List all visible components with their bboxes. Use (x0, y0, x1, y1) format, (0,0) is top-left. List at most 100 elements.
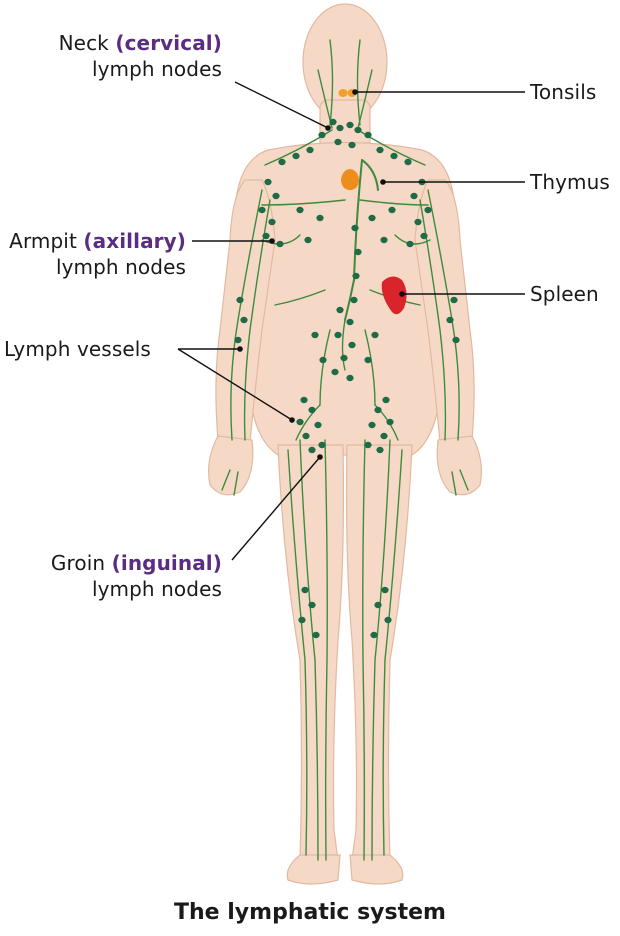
label-neck-line2: lymph nodes (91, 57, 222, 81)
leader-dot-spleen (399, 291, 405, 297)
lymph-node (346, 318, 354, 326)
label-groin-highlight: (inguinal) (111, 551, 222, 575)
lymph-node (334, 331, 342, 339)
label-armpit-line2: lymph nodes (55, 255, 186, 279)
lymph-node (414, 218, 422, 226)
left-leg (277, 444, 345, 863)
lymph-node (314, 421, 322, 429)
lymph-node (308, 406, 316, 414)
lymph-node (382, 396, 390, 404)
lymph-node (336, 306, 344, 314)
right-leg (345, 444, 413, 863)
lymph-node (424, 206, 432, 214)
torso (234, 141, 456, 456)
leader-dot-vessels-leg (289, 417, 295, 423)
lymph-node (381, 586, 389, 594)
left-foot (286, 854, 341, 885)
label-thymus: Thymus (530, 170, 610, 194)
lymph-node (306, 146, 314, 154)
lymph-node (410, 192, 418, 200)
lymph-node (292, 152, 300, 160)
lymph-node (380, 236, 388, 244)
lymph-node (262, 232, 270, 240)
lymph-node (340, 354, 348, 362)
label-spleen: Spleen (530, 282, 599, 306)
lymph-node (348, 341, 356, 349)
label-neck: Neck (cervical) lymph nodes (59, 30, 222, 82)
lymph-node (236, 296, 244, 304)
right-hand (436, 435, 482, 496)
lymph-node (268, 218, 276, 226)
lymph-node (278, 158, 286, 166)
lymph-nodes (234, 118, 460, 639)
lymph-node (276, 240, 284, 248)
leader-dot-groin (317, 454, 323, 460)
lymph-node (298, 616, 306, 624)
lymph-node (302, 432, 310, 440)
leader-vessels-leg (177, 348, 293, 421)
leader-dot-vessels-arm (237, 346, 243, 352)
lymph-node (370, 631, 378, 639)
tonsil-left (338, 89, 348, 97)
lymph-node (371, 331, 379, 339)
body-silhouette (208, 3, 482, 885)
lymph-node (319, 356, 327, 364)
lymph-node (350, 296, 358, 304)
leader-neck (234, 81, 329, 129)
leader-dot-armpit (269, 238, 275, 244)
left-hand (208, 435, 254, 496)
lymph-node (301, 586, 309, 594)
lymph-node (354, 248, 362, 256)
lymph-node (311, 331, 319, 339)
lymph-node (380, 432, 388, 440)
label-armpit: Armpit (axillary) lymph nodes (9, 228, 186, 280)
lymph-node (376, 446, 384, 454)
lymph-node (308, 446, 316, 454)
lymph-node (240, 316, 248, 324)
lymph-node (234, 336, 242, 344)
leader-lines (177, 81, 525, 561)
right-foot (349, 854, 404, 885)
label-groin-word: Groin (50, 551, 106, 575)
lymph-node (452, 336, 460, 344)
lymph-node (258, 206, 266, 214)
lymph-node (334, 138, 342, 146)
lymph-node (346, 374, 354, 382)
lymph-node (368, 214, 376, 222)
lymph-node (312, 631, 320, 639)
lymph-node (404, 158, 412, 166)
thymus (341, 169, 359, 190)
lymph-node (304, 236, 312, 244)
lymph-node (300, 396, 308, 404)
lymph-node (450, 296, 458, 304)
lymph-node (272, 192, 280, 200)
lymph-node (331, 368, 339, 376)
label-neck-word: Neck (58, 31, 109, 55)
leader-dot-thymus (380, 179, 386, 185)
lymph-node (384, 616, 392, 624)
lymph-node (264, 178, 272, 186)
lymph-node (296, 206, 304, 214)
lymph-node (346, 121, 354, 129)
label-armpit-highlight: (axillary) (83, 229, 186, 253)
lymph-node (336, 124, 344, 132)
lymph-node (420, 232, 428, 240)
lymph-node (316, 214, 324, 222)
lymph-node (329, 118, 337, 126)
label-lymph-vessels: Lymph vessels (4, 336, 151, 362)
leader-dot-tonsils (352, 89, 358, 95)
leader-groin (231, 456, 321, 561)
spleen (381, 276, 407, 315)
lymph-node (376, 146, 384, 154)
lymph-node (364, 441, 372, 449)
lymph-node (374, 406, 382, 414)
figure-caption: The lymphatic system (174, 900, 446, 925)
lymph-node (318, 441, 326, 449)
label-groin: Groin (inguinal) lymph nodes (51, 550, 222, 602)
lymph-node (390, 152, 398, 160)
lymph-node (364, 356, 372, 364)
lymph-node (296, 418, 304, 426)
label-armpit-word: Armpit (9, 229, 77, 253)
lymph-node (308, 601, 316, 609)
